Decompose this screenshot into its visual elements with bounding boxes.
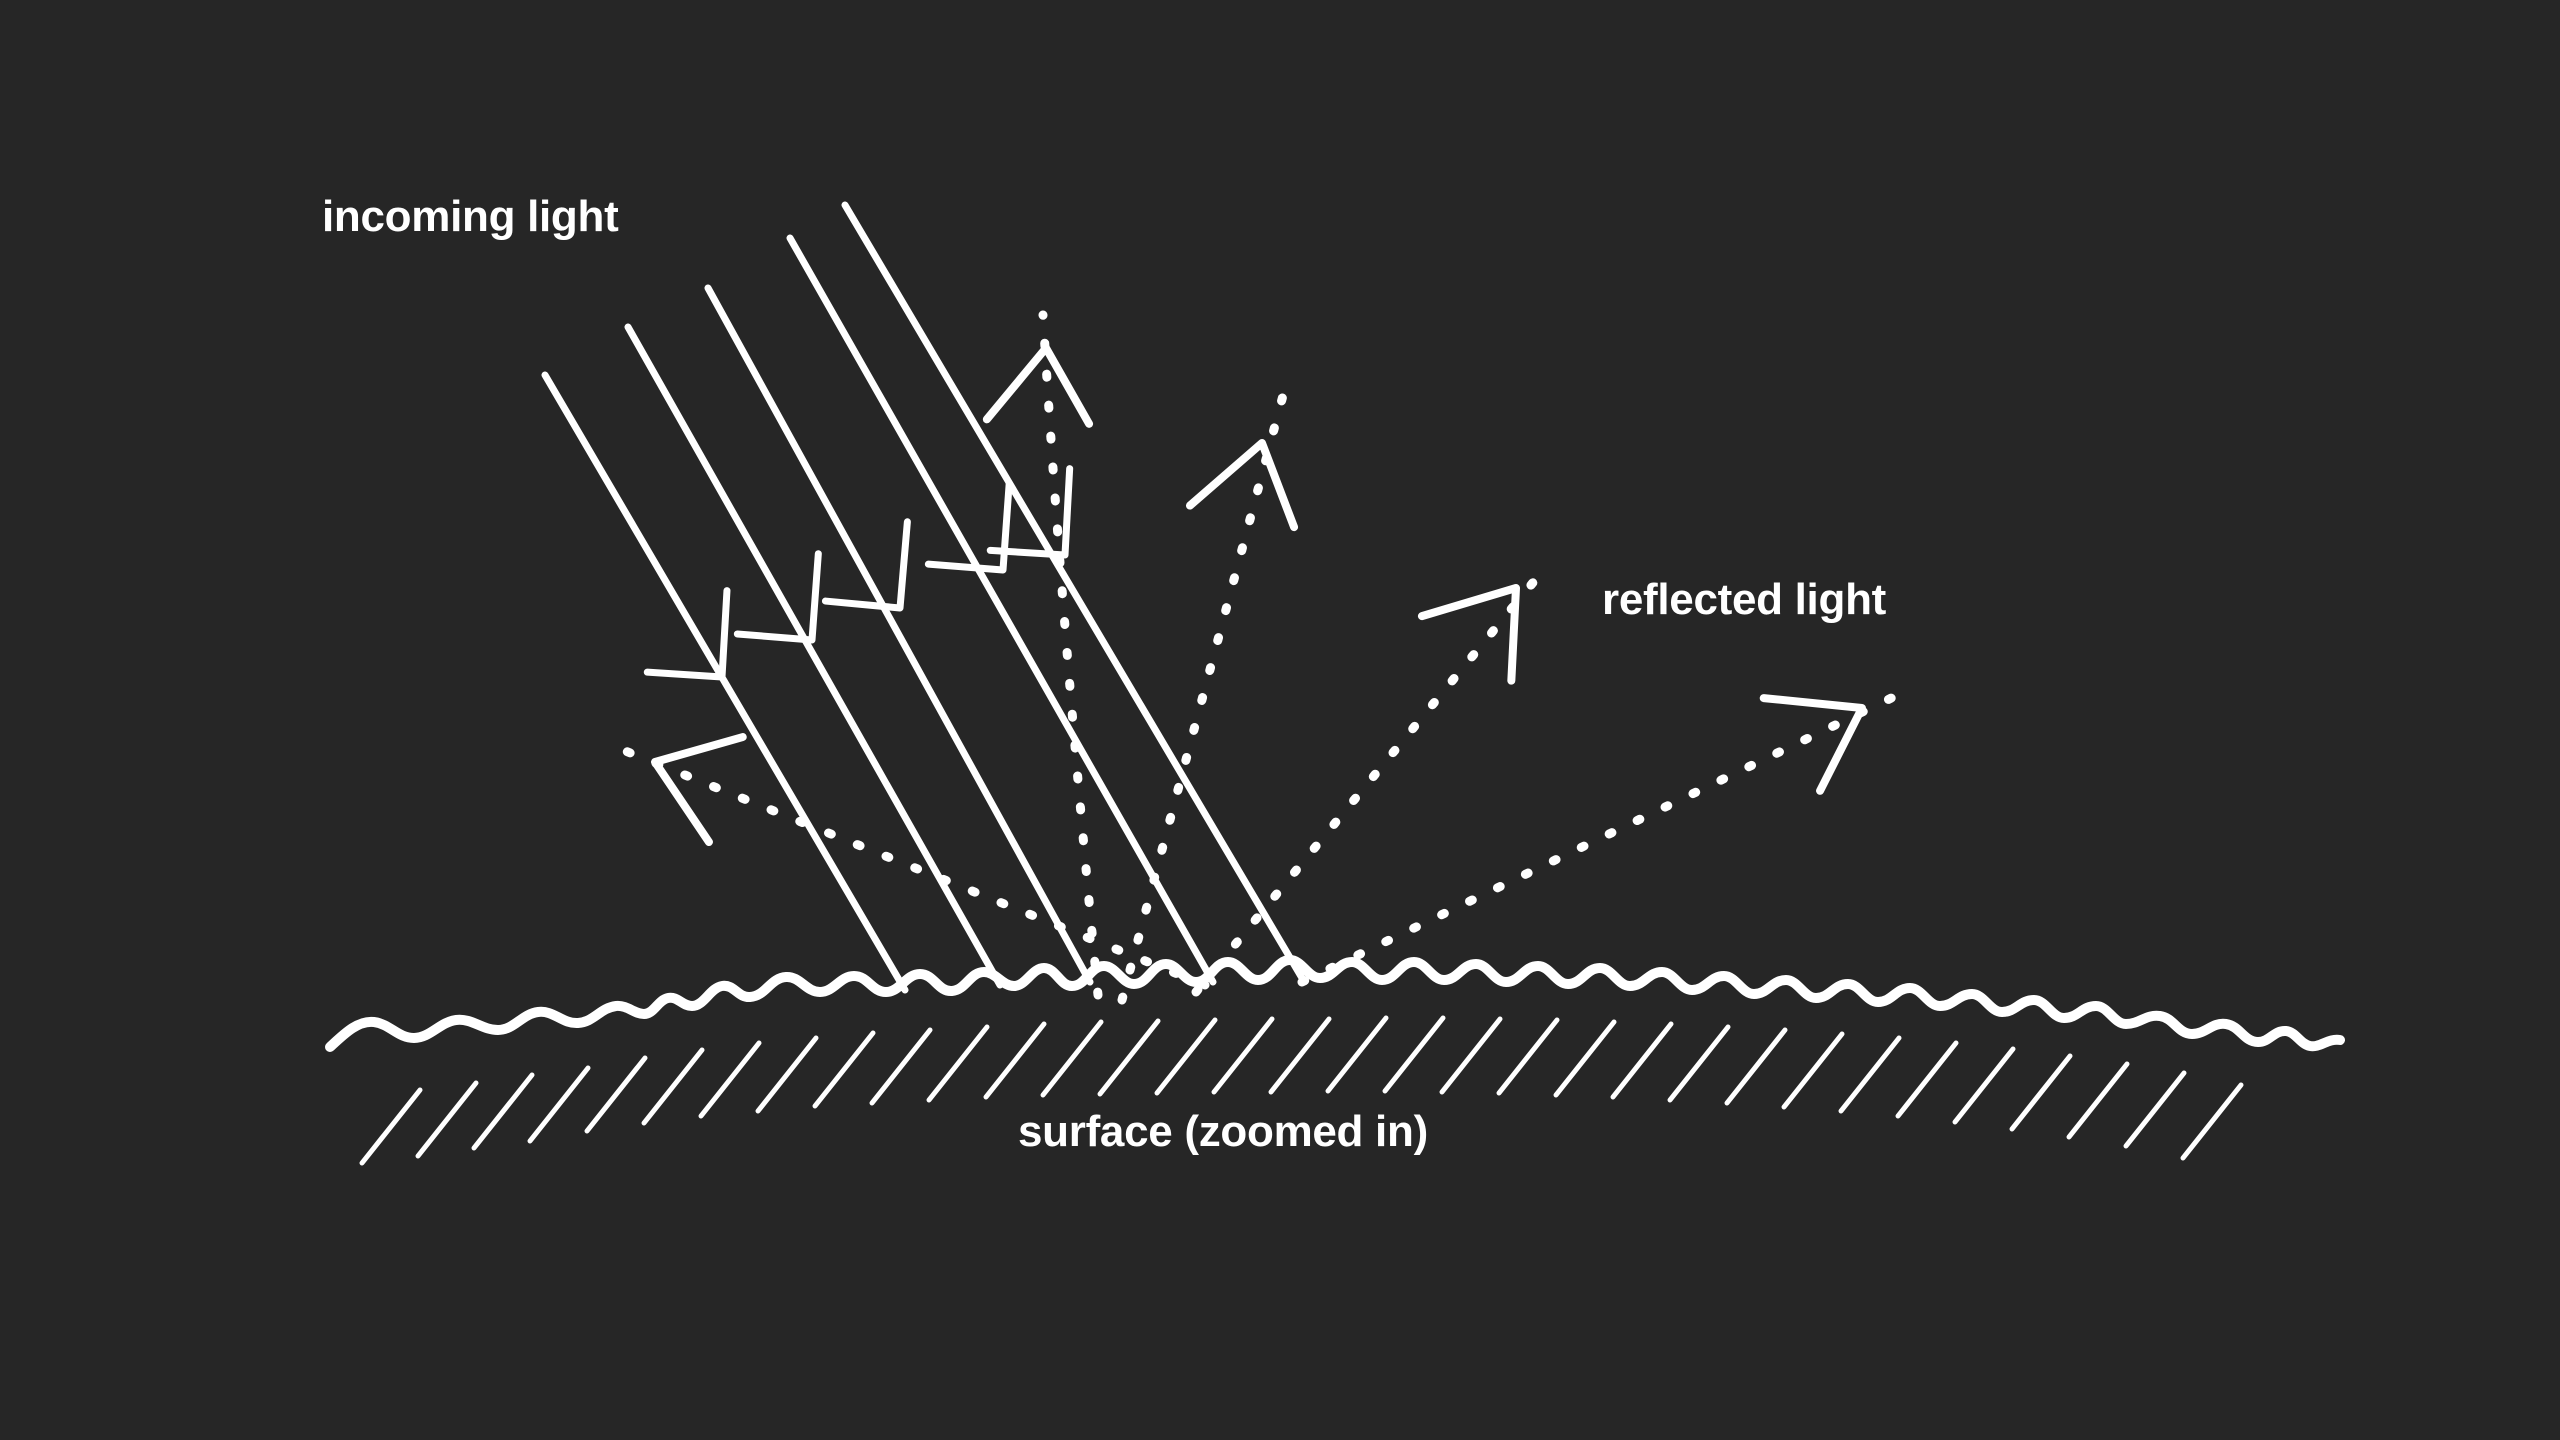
hatch-mark [1895,1040,1959,1119]
hatch-mark [1496,1017,1560,1096]
reflected-arrowhead-steep-right [1185,439,1299,532]
hatch-mark [359,1087,423,1166]
hatch-mark [641,1047,705,1126]
hatch-mark [1154,1017,1218,1096]
hatch-mark [2180,1082,2244,1161]
hatch-mark [2123,1070,2187,1149]
reflected-light-label: reflected light [1602,575,1886,624]
hatch-mark [584,1055,648,1134]
reflected-ray-steep-right [1117,383,1290,1005]
reflected-ray-back-left [613,743,1210,990]
incoming-arrowhead-4 [924,480,1013,574]
hatch-mark [527,1065,591,1144]
hatch-mark [1667,1024,1731,1103]
hatch-mark [1097,1018,1161,1097]
reflected-ray-arrowheads [651,344,1866,847]
reflected-ray-mid-right [1191,563,1550,997]
hatch-mark [869,1027,933,1106]
reflected-arrowhead-mid-right [1417,584,1520,685]
hatch-mark [983,1021,1047,1100]
surface-hatching [359,1015,2244,1166]
hatch-mark [926,1024,990,1103]
incoming-ray-2 [624,323,1004,989]
incoming-light-label: incoming light [322,192,619,241]
hatch-mark [1610,1021,1674,1100]
incoming-ray-arrowheads [643,465,1074,681]
hatch-mark [2066,1061,2130,1140]
reflected-light-rays [613,310,1913,1005]
hatch-mark [1382,1015,1446,1094]
reflected-arrowhead-back-left [651,733,747,847]
reflected-ray-vertical [1038,310,1103,1000]
surface-label: surface (zoomed in) [1018,1107,1428,1156]
incoming-arrowhead-1 [643,587,731,681]
incoming-arrowhead-3 [821,518,911,612]
surface-line [325,955,2345,1052]
hatch-mark [1040,1019,1104,1098]
incoming-arrowhead-5 [986,465,1074,559]
hatch-mark [755,1035,819,1114]
incoming-ray-5 [841,201,1306,982]
hatch-mark [1325,1015,1389,1094]
hatch-mark [1211,1016,1275,1095]
surface-group [325,955,2345,1166]
hatch-mark [1724,1027,1788,1106]
reflected-arrowhead-vertical [982,344,1094,428]
hatch-mark [1268,1016,1332,1095]
incoming-arrowhead-2 [733,550,822,644]
reflected-ray-shallow-right [1297,685,1913,987]
incoming-ray-3 [704,284,1094,986]
hatch-mark [698,1040,762,1119]
hatch-mark [1838,1035,1902,1114]
hatch-mark [2009,1053,2073,1132]
hatch-mark [415,1080,479,1159]
hatch-mark [1439,1016,1503,1095]
hatch-mark [812,1030,876,1109]
incoming-ray-1 [541,371,909,994]
hatch-mark [1781,1031,1845,1110]
hatch-mark [1553,1019,1617,1098]
hatch-mark [471,1072,535,1151]
incoming-ray-4 [786,234,1217,986]
reflected-arrowhead-shallow-right [1759,694,1866,795]
hatch-mark [1952,1046,2016,1125]
incoming-light-rays [541,201,1306,994]
